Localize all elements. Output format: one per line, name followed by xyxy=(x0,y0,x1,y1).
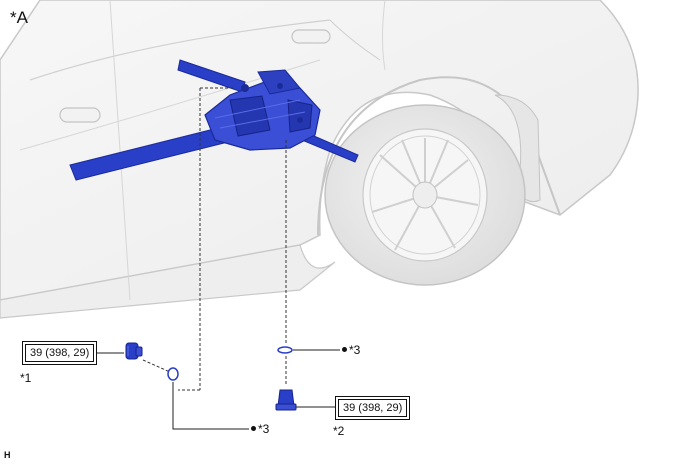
torque-spec-right: 39 (398, 29) xyxy=(335,396,411,420)
callout-3-upper: *3 xyxy=(349,343,361,357)
bullet-dot-lower xyxy=(251,426,256,431)
torque-spec-left-text: 39 (398, 29) xyxy=(25,344,95,362)
gasket-ring-center xyxy=(277,346,293,354)
wheel xyxy=(324,104,526,286)
bullet-dot-upper xyxy=(342,347,347,352)
callout-lines xyxy=(96,349,340,430)
torque-spec-left: 39 (398, 29) xyxy=(22,341,98,365)
callout-3-lower: *3 xyxy=(258,422,270,436)
plug-left xyxy=(125,342,143,360)
gasket-ring-left xyxy=(167,367,179,381)
steering-gear-assembly xyxy=(69,59,359,181)
figure-code: H xyxy=(4,450,11,460)
callout-1: *1 xyxy=(20,371,32,385)
torque-spec-right-text: 39 (398, 29) xyxy=(338,399,408,417)
plug-right xyxy=(275,389,297,411)
view-label: *A xyxy=(10,8,28,27)
leader-lines xyxy=(142,87,287,391)
car-body xyxy=(0,0,639,319)
callout-2: *2 xyxy=(333,424,345,438)
